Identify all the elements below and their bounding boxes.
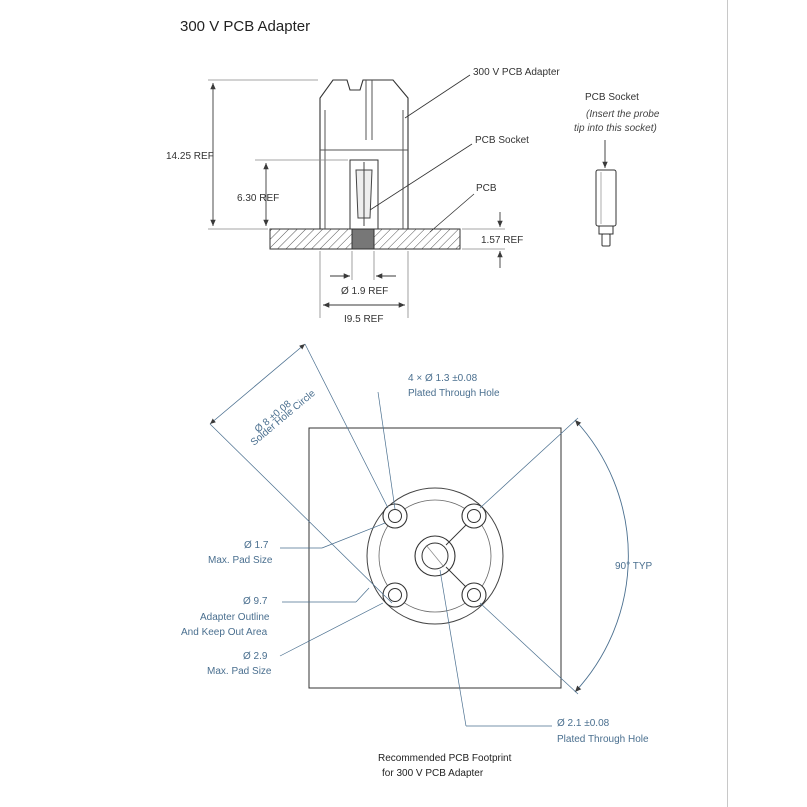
- page-title: 300 V PCB Adapter: [180, 18, 311, 35]
- socket-detail: PCB Socket (Insert the probe tip into th…: [574, 92, 660, 247]
- socket-label: PCB Socket: [475, 135, 529, 146]
- center-hole-dimension: Ø 2.1 ±0.08: [557, 718, 610, 729]
- base-width-dimension: I9.5 REF: [344, 314, 383, 325]
- adapter-label: 300 V PCB Adapter: [473, 67, 560, 78]
- angle-arc: [574, 419, 629, 693]
- sheet-edge-divider: [727, 0, 728, 807]
- pcb-leader: [429, 193, 475, 233]
- socket-leader: [369, 143, 473, 211]
- adapter-leader: [404, 74, 471, 119]
- hole-diameter-dimension: Ø 1.9 REF: [341, 286, 388, 297]
- adapter-body-outline: [319, 79, 409, 230]
- mount-pad: [382, 503, 408, 529]
- outline-dimension: Ø 9.7: [243, 596, 268, 607]
- plated-hole-section: [351, 228, 375, 250]
- side-view: 14.25 REF 6.30 REF 1.57 REF Ø 1.9 REF I9…: [166, 67, 560, 325]
- angle-label: 90° TYP: [615, 561, 652, 572]
- large-pad-dimension: Ø 2.9: [243, 651, 268, 662]
- large-pad-label: Max. Pad Size: [207, 666, 272, 677]
- mount-pad: [461, 582, 487, 608]
- pcb-label: PCB: [476, 183, 497, 194]
- small-pad-dimension: Ø 1.7: [244, 540, 269, 551]
- thru-hole-label: Plated Through Hole: [408, 388, 500, 399]
- pcb-thickness-dimension: 1.57 REF: [481, 235, 523, 246]
- pcb-footprint: Ø 8 ±0.08 Solder Hole Circle 4 × Ø 1.3 ±…: [181, 343, 652, 779]
- small-pad-label: Max. Pad Size: [208, 555, 273, 566]
- center-hole-label: Plated Through Hole: [557, 734, 649, 745]
- outline-label-1: Adapter Outline: [200, 612, 270, 623]
- socket-height-dimension: 6.30 REF: [237, 193, 279, 204]
- socket-detail-note-2: tip into this socket): [574, 123, 657, 134]
- socket-detail-tail: [601, 233, 611, 247]
- thru-hole-dimension: 4 × Ø 1.3 ±0.08: [408, 373, 478, 384]
- adapter-keepout-circle: [366, 487, 504, 625]
- mount-pad: [382, 582, 408, 608]
- footprint-caption-2: for 300 V PCB Adapter: [382, 768, 484, 779]
- socket-detail-body: [595, 169, 617, 227]
- footprint-caption-1: Recommended PCB Footprint: [378, 753, 512, 764]
- solder-circle-dimension-line: [209, 343, 306, 425]
- mount-pad: [461, 503, 487, 529]
- socket-detail-collar: [598, 225, 614, 235]
- socket-detail-note-1: (Insert the probe: [586, 109, 660, 120]
- socket-detail-title: PCB Socket: [585, 92, 639, 103]
- solder-hole-circle: [378, 499, 492, 613]
- outline-label-2: And Keep Out Area: [181, 627, 268, 638]
- solder-circle-label: Solder Hole Circle: [249, 388, 318, 449]
- total-height-dimension: 14.25 REF: [166, 151, 214, 162]
